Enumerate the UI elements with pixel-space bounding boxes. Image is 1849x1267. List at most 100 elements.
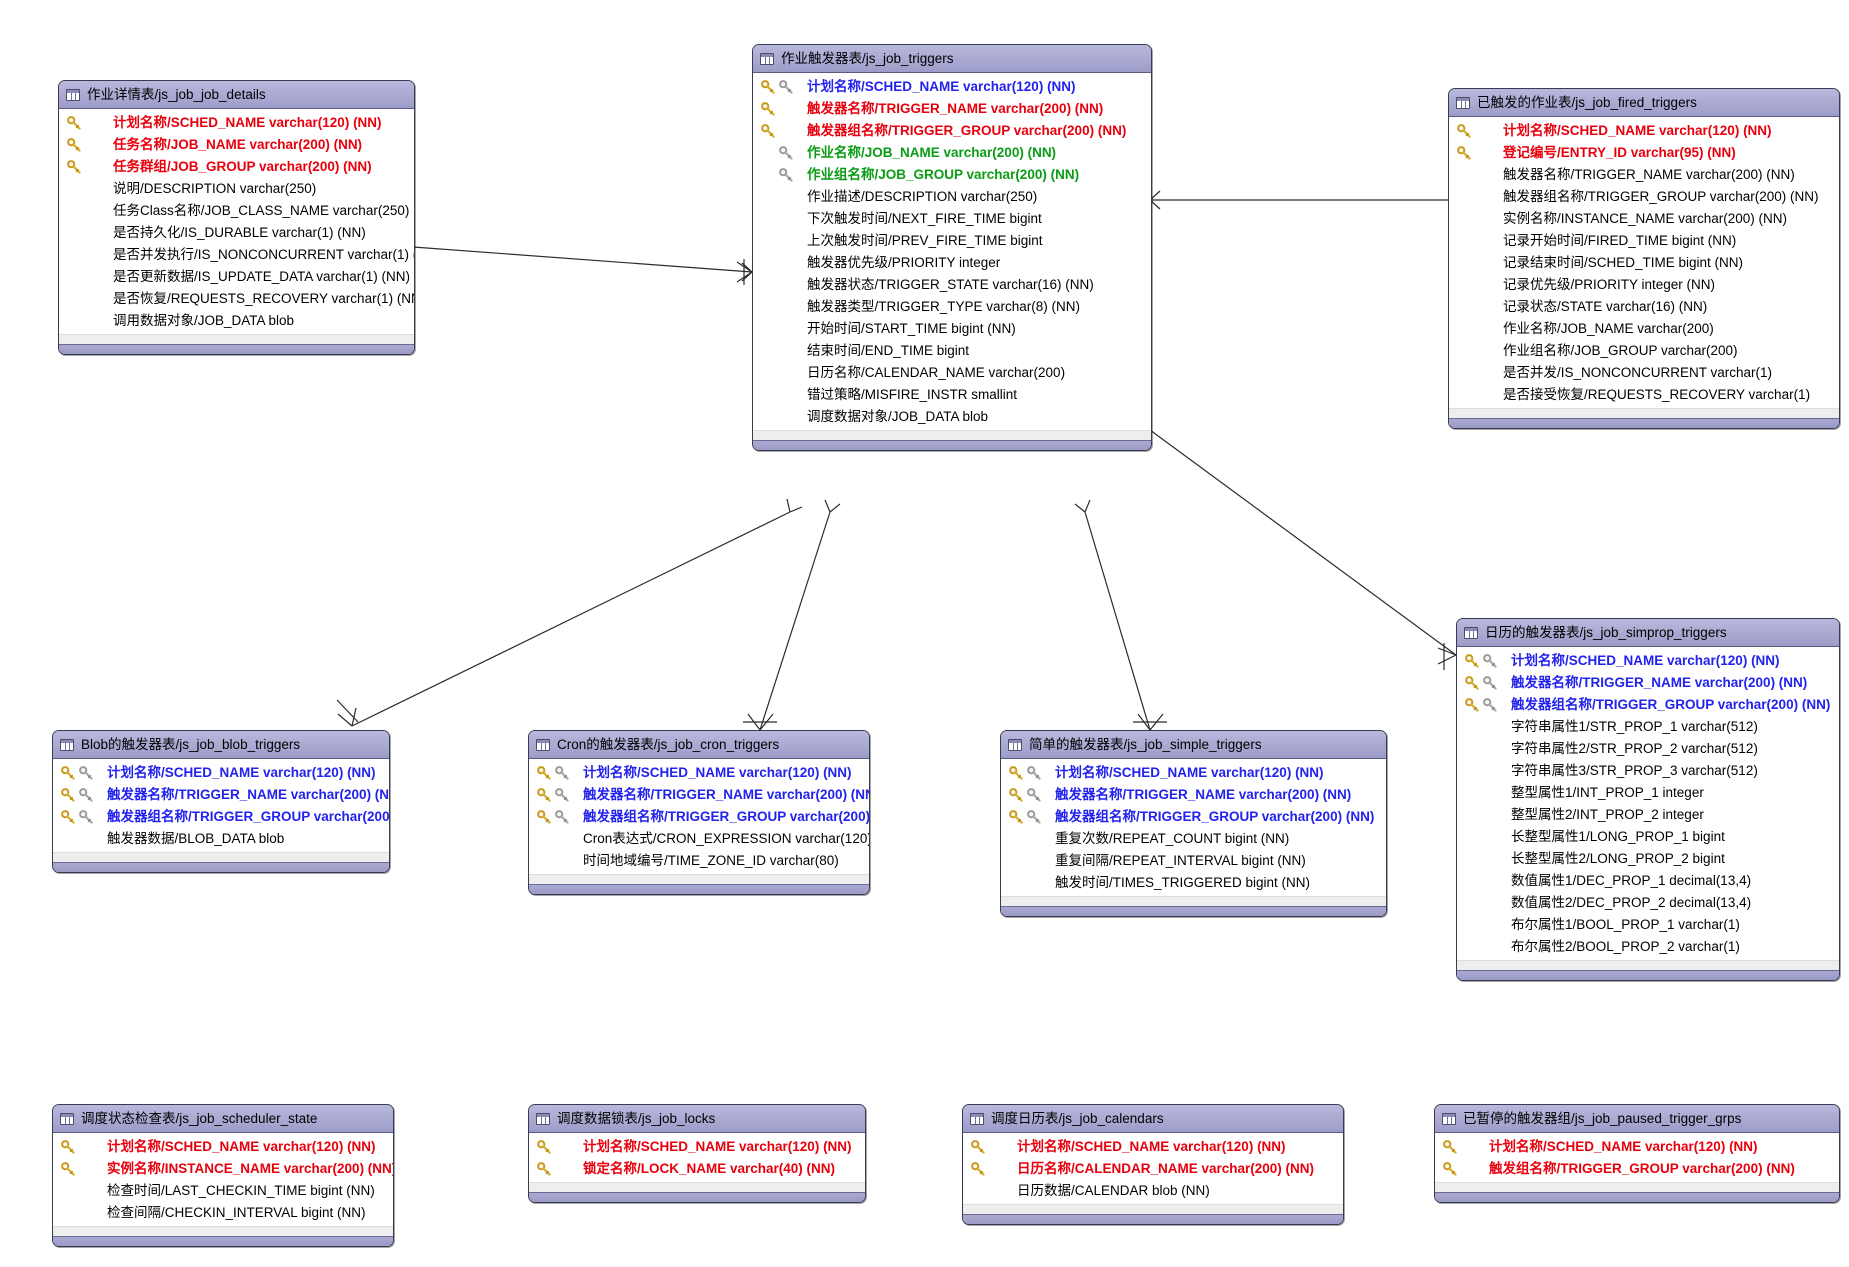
attribute-row[interactable]: 下次触发时间/NEXT_FIRE_TIME bigint bbox=[753, 208, 1151, 230]
entity-header-calendars[interactable]: 调度日历表/js_job_calendars bbox=[963, 1105, 1343, 1133]
attribute-row[interactable]: 作业描述/DESCRIPTION varchar(250) bbox=[753, 186, 1151, 208]
attribute-row[interactable]: 时间地域编号/TIME_ZONE_ID varchar(80) bbox=[529, 850, 869, 872]
attribute-row[interactable]: 计划名称/SCHED_NAME varchar(120) (NN) bbox=[1449, 120, 1839, 142]
relationship-line[interactable] bbox=[1084, 511, 1151, 731]
entity-blob_triggers[interactable]: Blob的触发器表/js_job_blob_triggers 计划名称/SCHE… bbox=[52, 730, 390, 873]
attribute-row[interactable]: 是否并发执行/IS_NONCONCURRENT varchar(1) (NN) bbox=[59, 244, 414, 266]
entity-job_details[interactable]: 作业详情表/js_job_job_details 计划名称/SCHED_NAME… bbox=[58, 80, 415, 355]
entity-scheduler_state[interactable]: 调度状态检查表/js_job_scheduler_state 计划名称/SCHE… bbox=[52, 1104, 394, 1247]
attribute-row[interactable]: 记录开始时间/FIRED_TIME bigint (NN) bbox=[1449, 230, 1839, 252]
attribute-row[interactable]: 长整型属性2/LONG_PROP_2 bigint bbox=[1457, 848, 1839, 870]
attribute-row[interactable]: 记录优先级/PRIORITY integer (NN) bbox=[1449, 274, 1839, 296]
attribute-row[interactable]: 触发器组名称/TRIGGER_GROUP varchar(200) (NN) bbox=[1449, 186, 1839, 208]
attribute-row[interactable]: 记录结束时间/SCHED_TIME bigint (NN) bbox=[1449, 252, 1839, 274]
entity-header-triggers[interactable]: 作业触发器表/js_job_triggers bbox=[753, 45, 1151, 73]
attribute-row[interactable]: 触发器名称/TRIGGER_NAME varchar(200) (NN) bbox=[1001, 784, 1386, 806]
attribute-row[interactable]: 是否恢复/REQUESTS_RECOVERY varchar(1) (NN) bbox=[59, 288, 414, 310]
attribute-row[interactable]: Cron表达式/CRON_EXPRESSION varchar(120) (NN… bbox=[529, 828, 869, 850]
entity-header-blob_triggers[interactable]: Blob的触发器表/js_job_blob_triggers bbox=[53, 731, 389, 759]
attribute-row[interactable]: 计划名称/SCHED_NAME varchar(120) (NN) bbox=[1001, 762, 1386, 784]
relationship-line[interactable] bbox=[1149, 429, 1457, 656]
attribute-row[interactable]: 计划名称/SCHED_NAME varchar(120) (NN) bbox=[59, 112, 414, 134]
attribute-row[interactable]: 登记编号/ENTRY_ID varchar(95) (NN) bbox=[1449, 142, 1839, 164]
entity-simple_triggers[interactable]: 简单的触发器表/js_job_simple_triggers 计划名称/SCHE… bbox=[1000, 730, 1387, 917]
entity-header-fired_triggers[interactable]: 已触发的作业表/js_job_fired_triggers bbox=[1449, 89, 1839, 117]
attribute-row[interactable]: 任务名称/JOB_NAME varchar(200) (NN) bbox=[59, 134, 414, 156]
attribute-row[interactable]: 重复次数/REPEAT_COUNT bigint (NN) bbox=[1001, 828, 1386, 850]
entity-triggers[interactable]: 作业触发器表/js_job_triggers 计划名称/SCHED_NAME v… bbox=[752, 44, 1152, 451]
entity-calendars[interactable]: 调度日历表/js_job_calendars 计划名称/SCHED_NAME v… bbox=[962, 1104, 1344, 1225]
attribute-row[interactable]: 触发器组名称/TRIGGER_GROUP varchar(200) (NN) bbox=[529, 806, 869, 828]
attribute-row[interactable]: 实例名称/INSTANCE_NAME varchar(200) (NN) bbox=[1449, 208, 1839, 230]
attribute-row[interactable]: 上次触发时间/PREV_FIRE_TIME bigint bbox=[753, 230, 1151, 252]
attribute-row[interactable]: 布尔属性1/BOOL_PROP_1 varchar(1) bbox=[1457, 914, 1839, 936]
attribute-row[interactable]: 计划名称/SCHED_NAME varchar(120) (NN) bbox=[753, 76, 1151, 98]
attribute-row[interactable]: 结束时间/END_TIME bigint bbox=[753, 340, 1151, 362]
attribute-row[interactable]: 任务Class名称/JOB_CLASS_NAME varchar(250) (N… bbox=[59, 200, 414, 222]
attribute-row[interactable]: 长整型属性1/LONG_PROP_1 bigint bbox=[1457, 826, 1839, 848]
relationship-line[interactable] bbox=[759, 511, 831, 731]
entity-paused_trigger_grps[interactable]: 已暂停的触发器组/js_job_paused_trigger_grps 计划名称… bbox=[1434, 1104, 1840, 1203]
attribute-row[interactable]: 检查时间/LAST_CHECKIN_TIME bigint (NN) bbox=[53, 1180, 393, 1202]
attribute-row[interactable]: 是否更新数据/IS_UPDATE_DATA varchar(1) (NN) bbox=[59, 266, 414, 288]
attribute-row[interactable]: 数值属性1/DEC_PROP_1 decimal(13,4) bbox=[1457, 870, 1839, 892]
entity-simprop_triggers[interactable]: 日历的触发器表/js_job_simprop_triggers 计划名称/SCH… bbox=[1456, 618, 1840, 981]
attribute-row[interactable]: 说明/DESCRIPTION varchar(250) bbox=[59, 178, 414, 200]
attribute-row[interactable]: 触发器组名称/TRIGGER_GROUP varchar(200) (NN) bbox=[53, 806, 389, 828]
attribute-row[interactable]: 调用数据对象/JOB_DATA blob bbox=[59, 310, 414, 332]
attribute-row[interactable]: 作业组名称/JOB_GROUP varchar(200) bbox=[1449, 340, 1839, 362]
attribute-row[interactable]: 计划名称/SCHED_NAME varchar(120) (NN) bbox=[963, 1136, 1343, 1158]
entity-fired_triggers[interactable]: 已触发的作业表/js_job_fired_triggers 计划名称/SCHED… bbox=[1448, 88, 1840, 429]
attribute-row[interactable]: 字符串属性1/STR_PROP_1 varchar(512) bbox=[1457, 716, 1839, 738]
attribute-row[interactable]: 计划名称/SCHED_NAME varchar(120) (NN) bbox=[1457, 650, 1839, 672]
attribute-row[interactable]: 作业组名称/JOB_GROUP varchar(200) (NN) bbox=[753, 164, 1151, 186]
attribute-row[interactable]: 整型属性2/INT_PROP_2 integer bbox=[1457, 804, 1839, 826]
attribute-row[interactable]: 字符串属性3/STR_PROP_3 varchar(512) bbox=[1457, 760, 1839, 782]
entity-header-simprop_triggers[interactable]: 日历的触发器表/js_job_simprop_triggers bbox=[1457, 619, 1839, 647]
attribute-row[interactable]: 任务群组/JOB_GROUP varchar(200) (NN) bbox=[59, 156, 414, 178]
attribute-row[interactable]: 检查间隔/CHECKIN_INTERVAL bigint (NN) bbox=[53, 1202, 393, 1224]
entity-header-job_details[interactable]: 作业详情表/js_job_job_details bbox=[59, 81, 414, 109]
attribute-row[interactable]: 触发器名称/TRIGGER_NAME varchar(200) (NN) bbox=[1457, 672, 1839, 694]
attribute-row[interactable]: 调度数据对象/JOB_DATA blob bbox=[753, 406, 1151, 428]
attribute-row[interactable]: 是否接受恢复/REQUESTS_RECOVERY varchar(1) bbox=[1449, 384, 1839, 406]
entity-header-simple_triggers[interactable]: 简单的触发器表/js_job_simple_triggers bbox=[1001, 731, 1386, 759]
entity-header-paused_trigger_grps[interactable]: 已暂停的触发器组/js_job_paused_trigger_grps bbox=[1435, 1105, 1839, 1133]
attribute-row[interactable]: 触发器名称/TRIGGER_NAME varchar(200) (NN) bbox=[53, 784, 389, 806]
relationship-line[interactable] bbox=[412, 246, 753, 273]
attribute-row[interactable]: 触发器优先级/PRIORITY integer bbox=[753, 252, 1151, 274]
entity-header-scheduler_state[interactable]: 调度状态检查表/js_job_scheduler_state bbox=[53, 1105, 393, 1133]
attribute-row[interactable]: 是否持久化/IS_DURABLE varchar(1) (NN) bbox=[59, 222, 414, 244]
attribute-row[interactable]: 触发器组名称/TRIGGER_GROUP varchar(200) (NN) bbox=[1457, 694, 1839, 716]
attribute-row[interactable]: 字符串属性2/STR_PROP_2 varchar(512) bbox=[1457, 738, 1839, 760]
attribute-row[interactable]: 作业名称/JOB_NAME varchar(200) (NN) bbox=[753, 142, 1151, 164]
attribute-row[interactable]: 计划名称/SCHED_NAME varchar(120) (NN) bbox=[529, 1136, 865, 1158]
entity-header-cron_triggers[interactable]: Cron的触发器表/js_job_cron_triggers bbox=[529, 731, 869, 759]
attribute-row[interactable]: 触发器类型/TRIGGER_TYPE varchar(8) (NN) bbox=[753, 296, 1151, 318]
attribute-row[interactable]: 锁定名称/LOCK_NAME varchar(40) (NN) bbox=[529, 1158, 865, 1180]
attribute-row[interactable]: 日历名称/CALENDAR_NAME varchar(200) bbox=[753, 362, 1151, 384]
attribute-row[interactable]: 触发器名称/TRIGGER_NAME varchar(200) (NN) bbox=[529, 784, 869, 806]
attribute-row[interactable]: 计划名称/SCHED_NAME varchar(120) (NN) bbox=[529, 762, 869, 784]
attribute-row[interactable]: 记录状态/STATE varchar(16) (NN) bbox=[1449, 296, 1839, 318]
attribute-row[interactable]: 触发器状态/TRIGGER_STATE varchar(16) (NN) bbox=[753, 274, 1151, 296]
attribute-row[interactable]: 重复间隔/REPEAT_INTERVAL bigint (NN) bbox=[1001, 850, 1386, 872]
attribute-row[interactable]: 开始时间/START_TIME bigint (NN) bbox=[753, 318, 1151, 340]
attribute-row[interactable]: 触发器名称/TRIGGER_NAME varchar(200) (NN) bbox=[1449, 164, 1839, 186]
attribute-row[interactable]: 日历名称/CALENDAR_NAME varchar(200) (NN) bbox=[963, 1158, 1343, 1180]
attribute-row[interactable]: 错过策略/MISFIRE_INSTR smallint bbox=[753, 384, 1151, 406]
attribute-row[interactable]: 触发器组名称/TRIGGER_GROUP varchar(200) (NN) bbox=[753, 120, 1151, 142]
attribute-row[interactable]: 整型属性1/INT_PROP_1 integer bbox=[1457, 782, 1839, 804]
attribute-row[interactable]: 触发组名称/TRIGGER_GROUP varchar(200) (NN) bbox=[1435, 1158, 1839, 1180]
attribute-row[interactable]: 计划名称/SCHED_NAME varchar(120) (NN) bbox=[53, 1136, 393, 1158]
attribute-row[interactable]: 触发器组名称/TRIGGER_GROUP varchar(200) (NN) bbox=[1001, 806, 1386, 828]
entity-cron_triggers[interactable]: Cron的触发器表/js_job_cron_triggers 计划名称/SCHE… bbox=[528, 730, 870, 895]
attribute-row[interactable]: 日历数据/CALENDAR blob (NN) bbox=[963, 1180, 1343, 1202]
attribute-row[interactable]: 计划名称/SCHED_NAME varchar(120) (NN) bbox=[53, 762, 389, 784]
relationship-line[interactable] bbox=[351, 511, 791, 727]
attribute-row[interactable]: 作业名称/JOB_NAME varchar(200) bbox=[1449, 318, 1839, 340]
attribute-row[interactable]: 是否并发/IS_NONCONCURRENT varchar(1) bbox=[1449, 362, 1839, 384]
attribute-row[interactable]: 数值属性2/DEC_PROP_2 decimal(13,4) bbox=[1457, 892, 1839, 914]
attribute-row[interactable]: 计划名称/SCHED_NAME varchar(120) (NN) bbox=[1435, 1136, 1839, 1158]
entity-header-locks[interactable]: 调度数据锁表/js_job_locks bbox=[529, 1105, 865, 1133]
